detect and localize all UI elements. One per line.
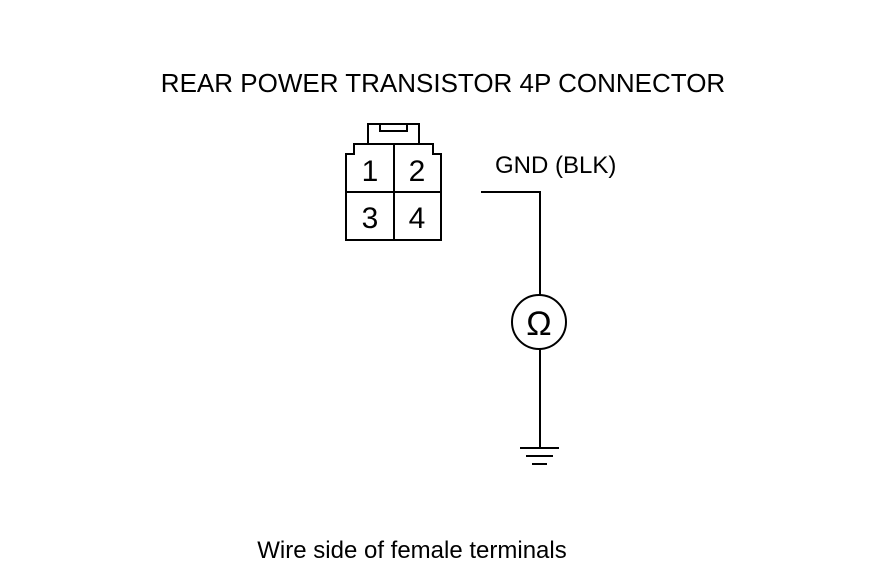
terminal-3: 3 — [362, 202, 379, 235]
connector-latch-slot — [379, 123, 408, 132]
ohmmeter-icon: Ω — [511, 294, 567, 350]
wire-upper-segment — [481, 191, 541, 295]
ohmmeter-circle — [511, 294, 567, 350]
ground-icon — [520, 447, 559, 465]
diagram-title: REAR POWER TRANSISTOR 4P CONNECTOR — [161, 68, 725, 98]
caption: Wire side of female terminals — [257, 537, 566, 564]
terminal-1: 1 — [362, 155, 379, 188]
connector-latch — [367, 123, 420, 144]
test-wire — [481, 191, 541, 447]
connector-4p — [345, 123, 442, 241]
terminal-4: 4 — [409, 202, 426, 235]
terminal-2: 2 — [409, 155, 426, 188]
connector-body — [345, 143, 442, 241]
ohmmeter-symbol: Ω — [526, 305, 551, 343]
wire-label: GND (BLK) — [495, 152, 616, 179]
